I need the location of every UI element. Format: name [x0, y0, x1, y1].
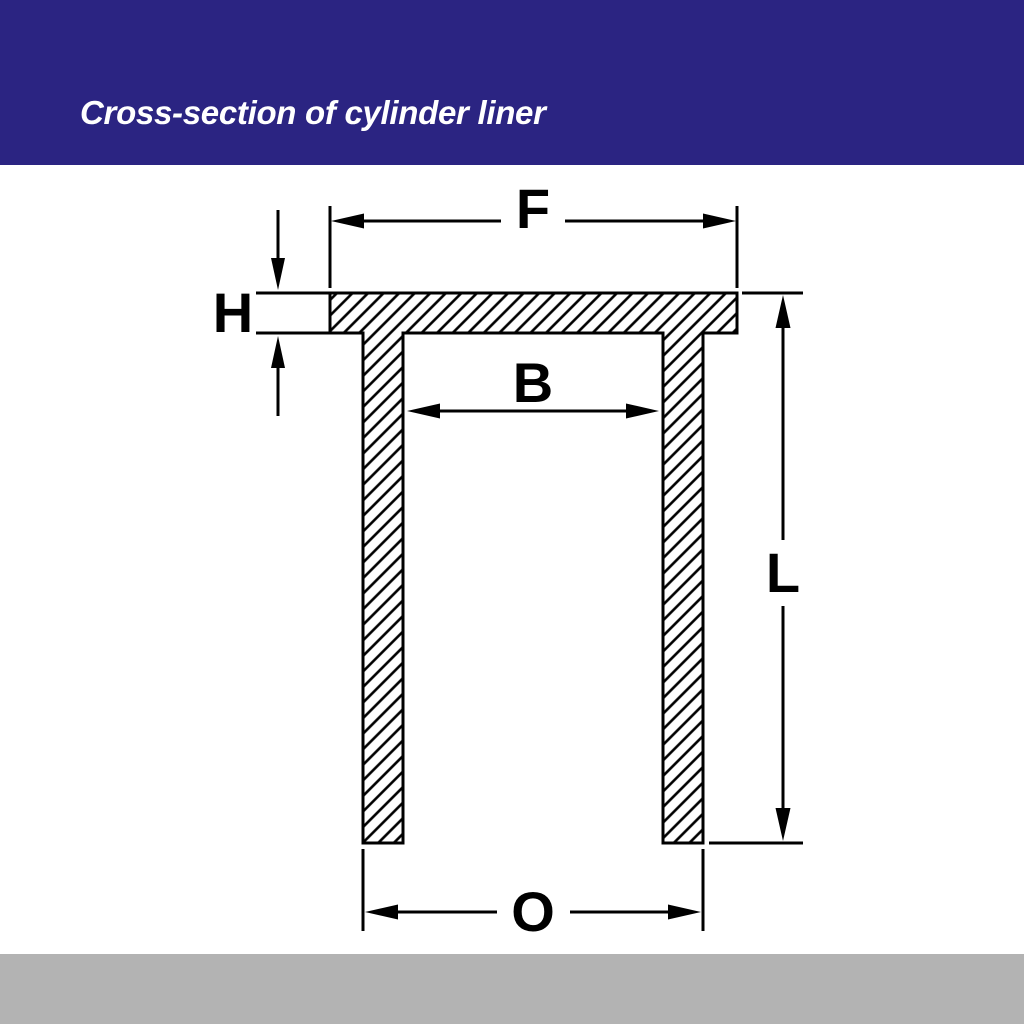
label-flange-diameter: F — [516, 177, 550, 240]
arrowhead-up — [775, 295, 791, 328]
arrowhead-down — [271, 258, 285, 290]
label-flange-height: H — [213, 281, 253, 344]
dimension-L: L — [709, 291, 803, 845]
label-outer-diameter: O — [511, 880, 555, 943]
dimension-F: F — [328, 177, 739, 288]
arrowhead-right — [703, 213, 736, 229]
arrowhead-down — [775, 808, 791, 841]
dimension-O: O — [361, 849, 705, 943]
liner-cross-section-shape — [328, 291, 739, 845]
label-total-length: L — [766, 541, 800, 604]
page-title: Cross-section of cylinder liner — [80, 94, 546, 131]
header-band: Cross-section of cylinder liner — [0, 0, 1024, 165]
footer-band — [0, 954, 1024, 1024]
arrowhead-left — [331, 213, 364, 229]
label-bore-diameter: B — [513, 351, 553, 414]
arrowhead-left — [407, 403, 440, 419]
dimension-H: H — [213, 210, 331, 416]
arrowhead-right — [668, 904, 701, 920]
arrowhead-right — [626, 403, 659, 419]
dimension-B: B — [407, 351, 659, 419]
arrowhead-up — [271, 336, 285, 368]
arrowhead-left — [365, 904, 398, 920]
